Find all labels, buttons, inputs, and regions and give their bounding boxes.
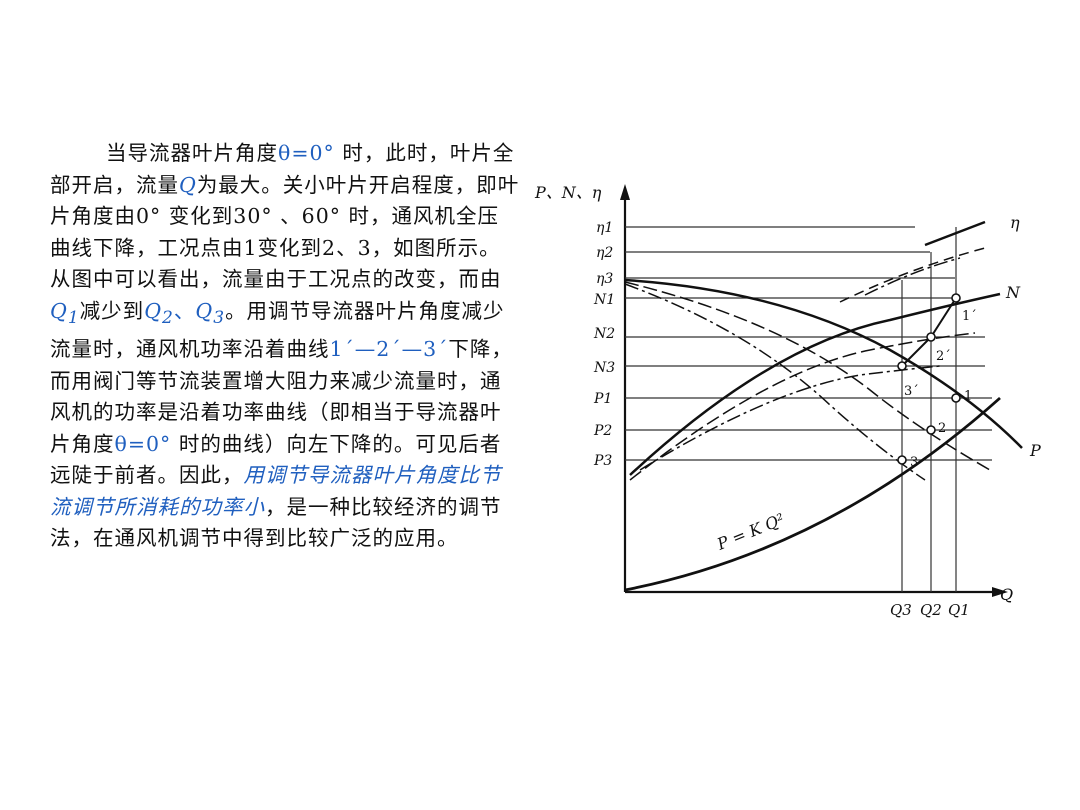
operating-point-2 (926, 425, 936, 435)
q3-symbol: Q3 (195, 298, 226, 328)
description-text: 当导流器叶片角度θ=0° 时，此时，叶片全部开启，流量Q为最大。关小叶片开启程度… (50, 138, 520, 555)
n-curve-label: N (1005, 283, 1021, 302)
eta-curve-label: η (1010, 213, 1020, 232)
system-curve-label: P = K Q² (713, 510, 787, 555)
pressure-curve-theta60 (624, 283, 926, 481)
operating-point-1 (951, 393, 961, 403)
tick-eta3: η3 (596, 271, 613, 287)
x-axis-label: Q (1000, 585, 1013, 604)
point-label-1p: 1´ (962, 309, 977, 324)
y-axis-arrow (620, 184, 630, 200)
tick-eta2: η2 (596, 245, 613, 261)
theta-value: θ=0° (114, 431, 172, 456)
power-curve-theta60 (639, 365, 941, 471)
text-segment: 当导流器叶片角度 (106, 141, 278, 165)
point-label-3p: 3´ (904, 384, 919, 399)
theta-value: θ=0° (278, 141, 335, 165)
paragraph: 当导流器叶片角度θ=0° 时，此时，叶片全部开启，流量Q为最大。关小叶片开启程度… (50, 138, 520, 555)
tick-q1: Q1 (948, 601, 970, 619)
separator: 、 (173, 298, 196, 323)
q1-symbol: Q1 (50, 298, 80, 328)
tick-n3: N3 (593, 360, 615, 376)
text-segment: 为最大。关小叶片开启程度，即叶片角度由0° 变化到30° 、60° 时，通风机全… (50, 172, 520, 292)
flow-symbol: Q (179, 172, 197, 197)
operating-point-3p (897, 361, 907, 371)
text-segment: 。用调节导流器叶片角度减少流量时，通风机功率沿着曲线 (50, 298, 505, 362)
text-segment: 减少到 (79, 298, 145, 323)
tick-p2: P2 (593, 423, 612, 439)
p-curve-label: P (1029, 441, 1041, 460)
point-label-2: 2 (938, 421, 946, 436)
operating-point-1p (951, 293, 961, 303)
fan-regulation-diagram: P、N、η Q η1 η2 η3 N1 N2 N3 P1 P2 P3 Q3 Q2… (534, 183, 1041, 619)
efficiency-curve-theta30 (839, 247, 986, 303)
text-segment: 时，此时，叶片全部开启，流量 (50, 141, 515, 197)
efficiency-curve-theta60 (864, 257, 961, 296)
power-curve-theta0 (629, 292, 1001, 476)
tick-p1: P1 (593, 391, 612, 407)
text-segment: 下降，而用阀门等节流装置增大阻力来减少流量时，通风机的功率是沿着功率曲线（即相当… (50, 337, 513, 456)
tick-q3: Q3 (890, 601, 912, 619)
emphasis-conclusion: 用调节导流器叶片角度比节流调节所消耗的功率小 (50, 463, 502, 519)
system-curve (624, 396, 1001, 592)
x-axis-arrow (992, 587, 1008, 597)
tick-eta1: η1 (596, 220, 613, 236)
operating-point-3 (897, 455, 907, 465)
tick-n2: N2 (593, 326, 615, 342)
point-label-1: 1 (964, 389, 972, 404)
efficiency-curve-theta0 (924, 220, 986, 247)
power-curve-theta30 (629, 332, 976, 481)
tick-n1: N1 (593, 292, 615, 308)
operating-point-2p (926, 332, 936, 342)
power-line-label: 1´—2´—3´ (329, 337, 449, 362)
tick-p3: P3 (593, 453, 612, 469)
pressure-curve-theta30 (624, 281, 991, 471)
q2-symbol: Q2 (144, 298, 174, 328)
pressure-curve-theta0 (624, 278, 1023, 449)
point-label-2p: 2´ (936, 349, 951, 364)
text-segment: ，是一种比较经济的调节法，在通风机调节中得到比较广泛的应用。 (50, 494, 502, 551)
tick-q2: Q2 (920, 601, 942, 619)
y-axis-label: P、N、η (534, 183, 602, 202)
text-segment: 时的曲线）向左下降的。可见后者远陡于前者。因此， (50, 431, 502, 488)
point-label-3: 3 (910, 455, 918, 470)
